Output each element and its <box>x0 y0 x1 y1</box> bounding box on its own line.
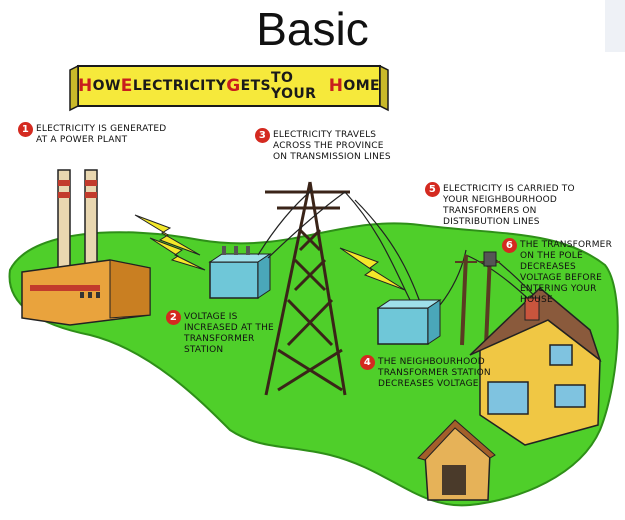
page-title: Basic <box>256 3 369 55</box>
banner-box <box>69 64 389 112</box>
utility-pole-icon <box>455 254 500 346</box>
house-icon <box>469 286 602 446</box>
lightning-bolt-icon <box>134 214 406 291</box>
pole-transformer-icon <box>483 251 497 267</box>
step-3-label: 3 Electricity travels across the provinc… <box>255 128 400 163</box>
transformer-icon <box>376 299 442 345</box>
doghouse-icon <box>417 419 496 501</box>
step-6-number-icon: 6 <box>502 238 517 253</box>
step-3-number-icon: 3 <box>255 128 270 143</box>
transformer-icon <box>208 246 272 299</box>
step-4-label: 4 The neighbourhood transformer station … <box>360 355 500 390</box>
step-4-number-icon: 4 <box>360 355 375 370</box>
step-1-number-icon: 1 <box>18 122 33 137</box>
transmission-tower-icon <box>264 181 350 396</box>
step-5-number-icon: 5 <box>425 182 440 197</box>
step-6-label: 6 The transformer on the pole decreases … <box>502 238 620 306</box>
step-2-label: 2 Voltage is increased at the transforme… <box>166 310 278 356</box>
corner-shade <box>605 0 625 52</box>
power-plant-icon <box>21 169 151 326</box>
step-2-number-icon: 2 <box>166 310 181 325</box>
step-1-label: 1 Electricity is generated at a power pl… <box>18 122 168 146</box>
step-5-label: 5 Electricity is carried to your neighbo… <box>425 182 585 228</box>
